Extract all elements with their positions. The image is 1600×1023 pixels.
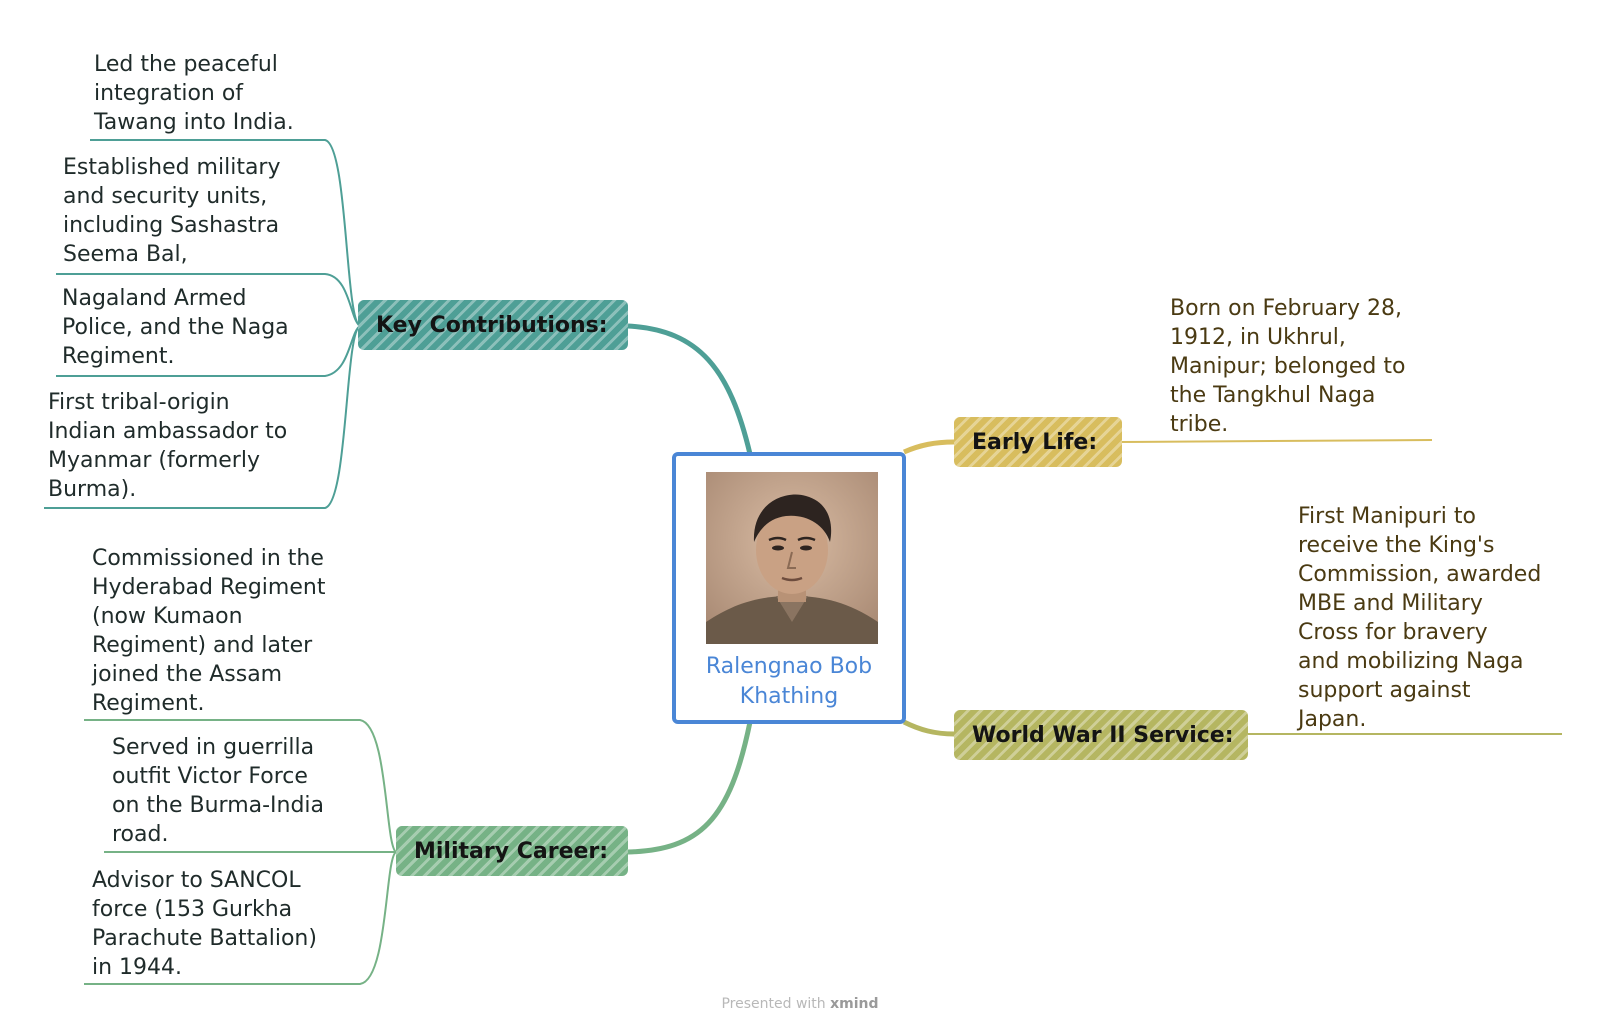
- footer-brand: xmind: [830, 996, 879, 1012]
- presented-with-footer: Presented with xmind: [600, 996, 1000, 1012]
- leaf-military-2[interactable]: Served in guerrilla outfit Victor Force …: [112, 735, 325, 847]
- footer-prefix: Presented with: [721, 996, 831, 1012]
- branch-key-contributions-label: Key Contributions:: [376, 312, 608, 338]
- branch-early-life[interactable]: Early Life:: [954, 417, 1122, 467]
- leaf-key-2[interactable]: Established military and security units,…: [63, 155, 281, 267]
- leaf-early-life[interactable]: Born on February 28, 1912, in Ukhrul, Ma…: [1170, 296, 1406, 437]
- bracket-military-1: [84, 719, 397, 853]
- portrait-photo: [706, 472, 878, 644]
- branch-military-career[interactable]: Military Career:: [396, 826, 628, 876]
- connector-early-life: [902, 439, 955, 455]
- branch-military-career-label: Military Career:: [414, 838, 609, 864]
- central-topic[interactable]: Ralengnao Bob Khathing: [672, 452, 906, 724]
- connector-key-contributions: [627, 323, 753, 455]
- bracket-key-4: [44, 325, 361, 509]
- portrait-illustration: [706, 472, 878, 644]
- leaf-military-1[interactable]: Commissioned in the Hyderabad Regiment (…: [92, 546, 326, 716]
- leaf-key-4[interactable]: First tribal-origin Indian ambassador to…: [48, 390, 288, 502]
- leaf-military-3[interactable]: Advisor to SANCOL force (153 Gurkha Para…: [92, 868, 317, 980]
- leaf-world-war[interactable]: First Manipuri to receive the King's Com…: [1298, 504, 1542, 732]
- leaf-key-3[interactable]: Nagaland Armed Police, and the Naga Regi…: [62, 286, 289, 369]
- bracket-key-2: [56, 273, 361, 327]
- branch-world-war-label: World War II Service:: [972, 722, 1234, 748]
- central-topic-title: Ralengnao Bob Khathing: [705, 654, 873, 709]
- leaf-key-1[interactable]: Led the peaceful integration of Tawang i…: [94, 52, 294, 135]
- bracket-military-3: [84, 851, 397, 985]
- connector-military-career: [627, 721, 753, 855]
- branch-key-contributions[interactable]: Key Contributions:: [358, 300, 628, 350]
- connector-world-war: [902, 719, 955, 737]
- branch-world-war[interactable]: World War II Service:: [954, 710, 1248, 760]
- branch-early-life-label: Early Life:: [972, 429, 1098, 455]
- leaf-line-early-life: [1117, 439, 1433, 443]
